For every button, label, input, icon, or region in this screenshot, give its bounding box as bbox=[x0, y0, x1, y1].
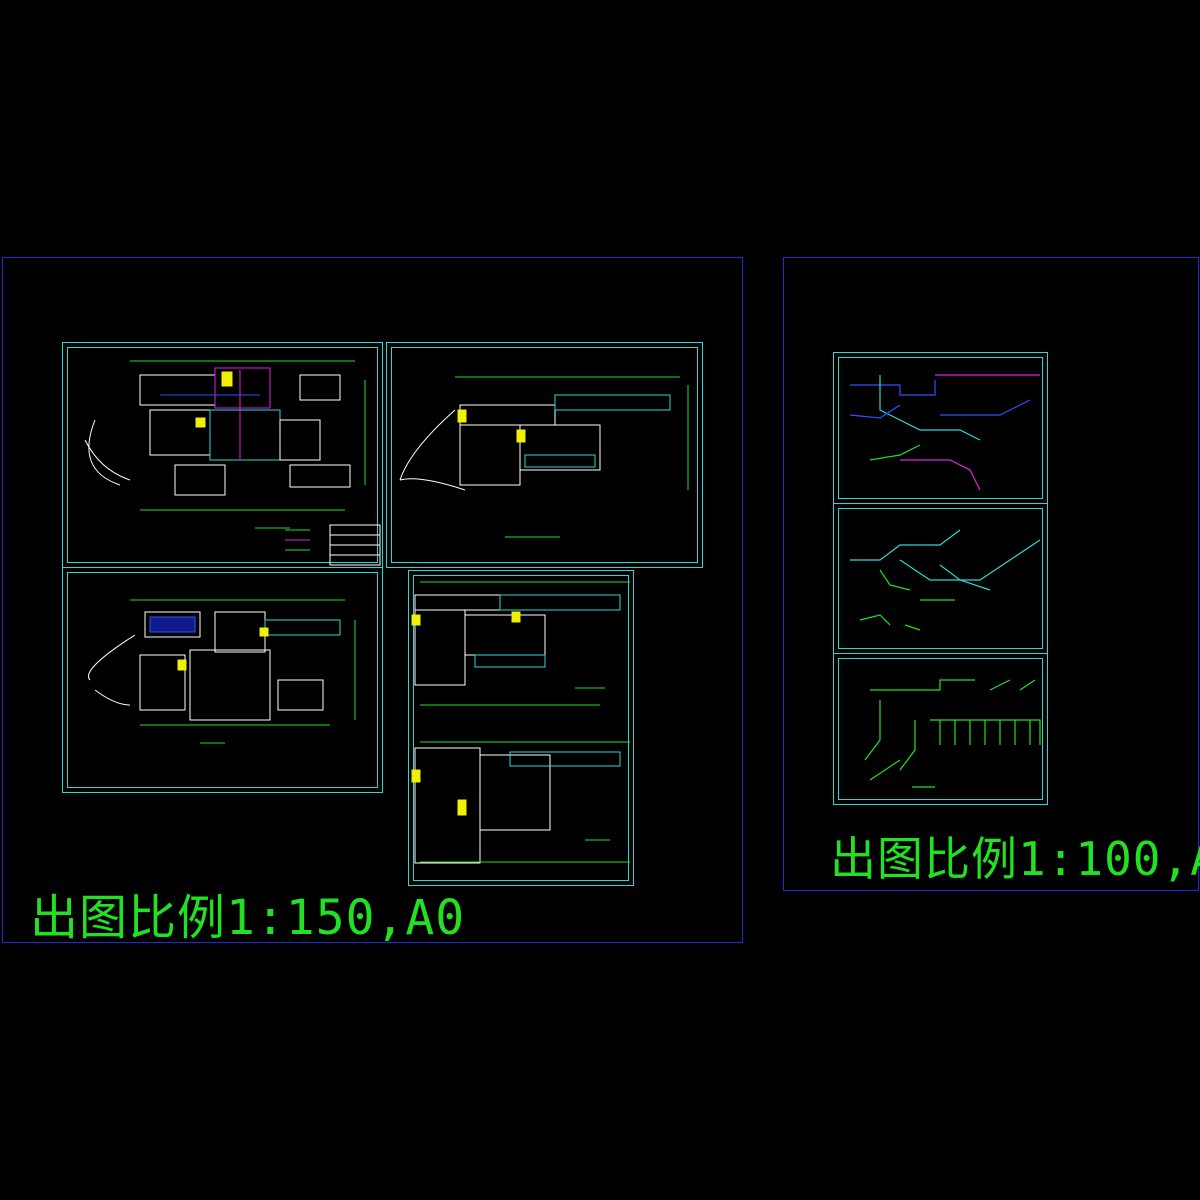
upper-floor-linework bbox=[399, 376, 689, 538]
system-diagram-2-linework bbox=[850, 529, 1041, 631]
layout-frame-1-100 bbox=[783, 257, 1199, 891]
first-floor-linework bbox=[84, 360, 381, 566]
sheet-guestroom-floor-plans[interactable] bbox=[408, 570, 634, 886]
layout-frame-1-150 bbox=[2, 257, 743, 943]
scale-label-1-100: 出图比例1:100,A0 bbox=[830, 832, 1200, 886]
sheet-system-diagram-3[interactable] bbox=[833, 653, 1048, 805]
scale-label-1-150: 出图比例1:150,A0 bbox=[30, 890, 466, 946]
sheet-second-floor-plan[interactable] bbox=[62, 567, 383, 793]
sheet-upper-floor-plan[interactable] bbox=[386, 342, 703, 568]
system-diagram-1-linework bbox=[849, 374, 1040, 491]
system-diagram-3-linework bbox=[864, 679, 1041, 788]
second-floor-linework bbox=[88, 599, 356, 744]
guestroom-floors-linework bbox=[411, 581, 630, 864]
